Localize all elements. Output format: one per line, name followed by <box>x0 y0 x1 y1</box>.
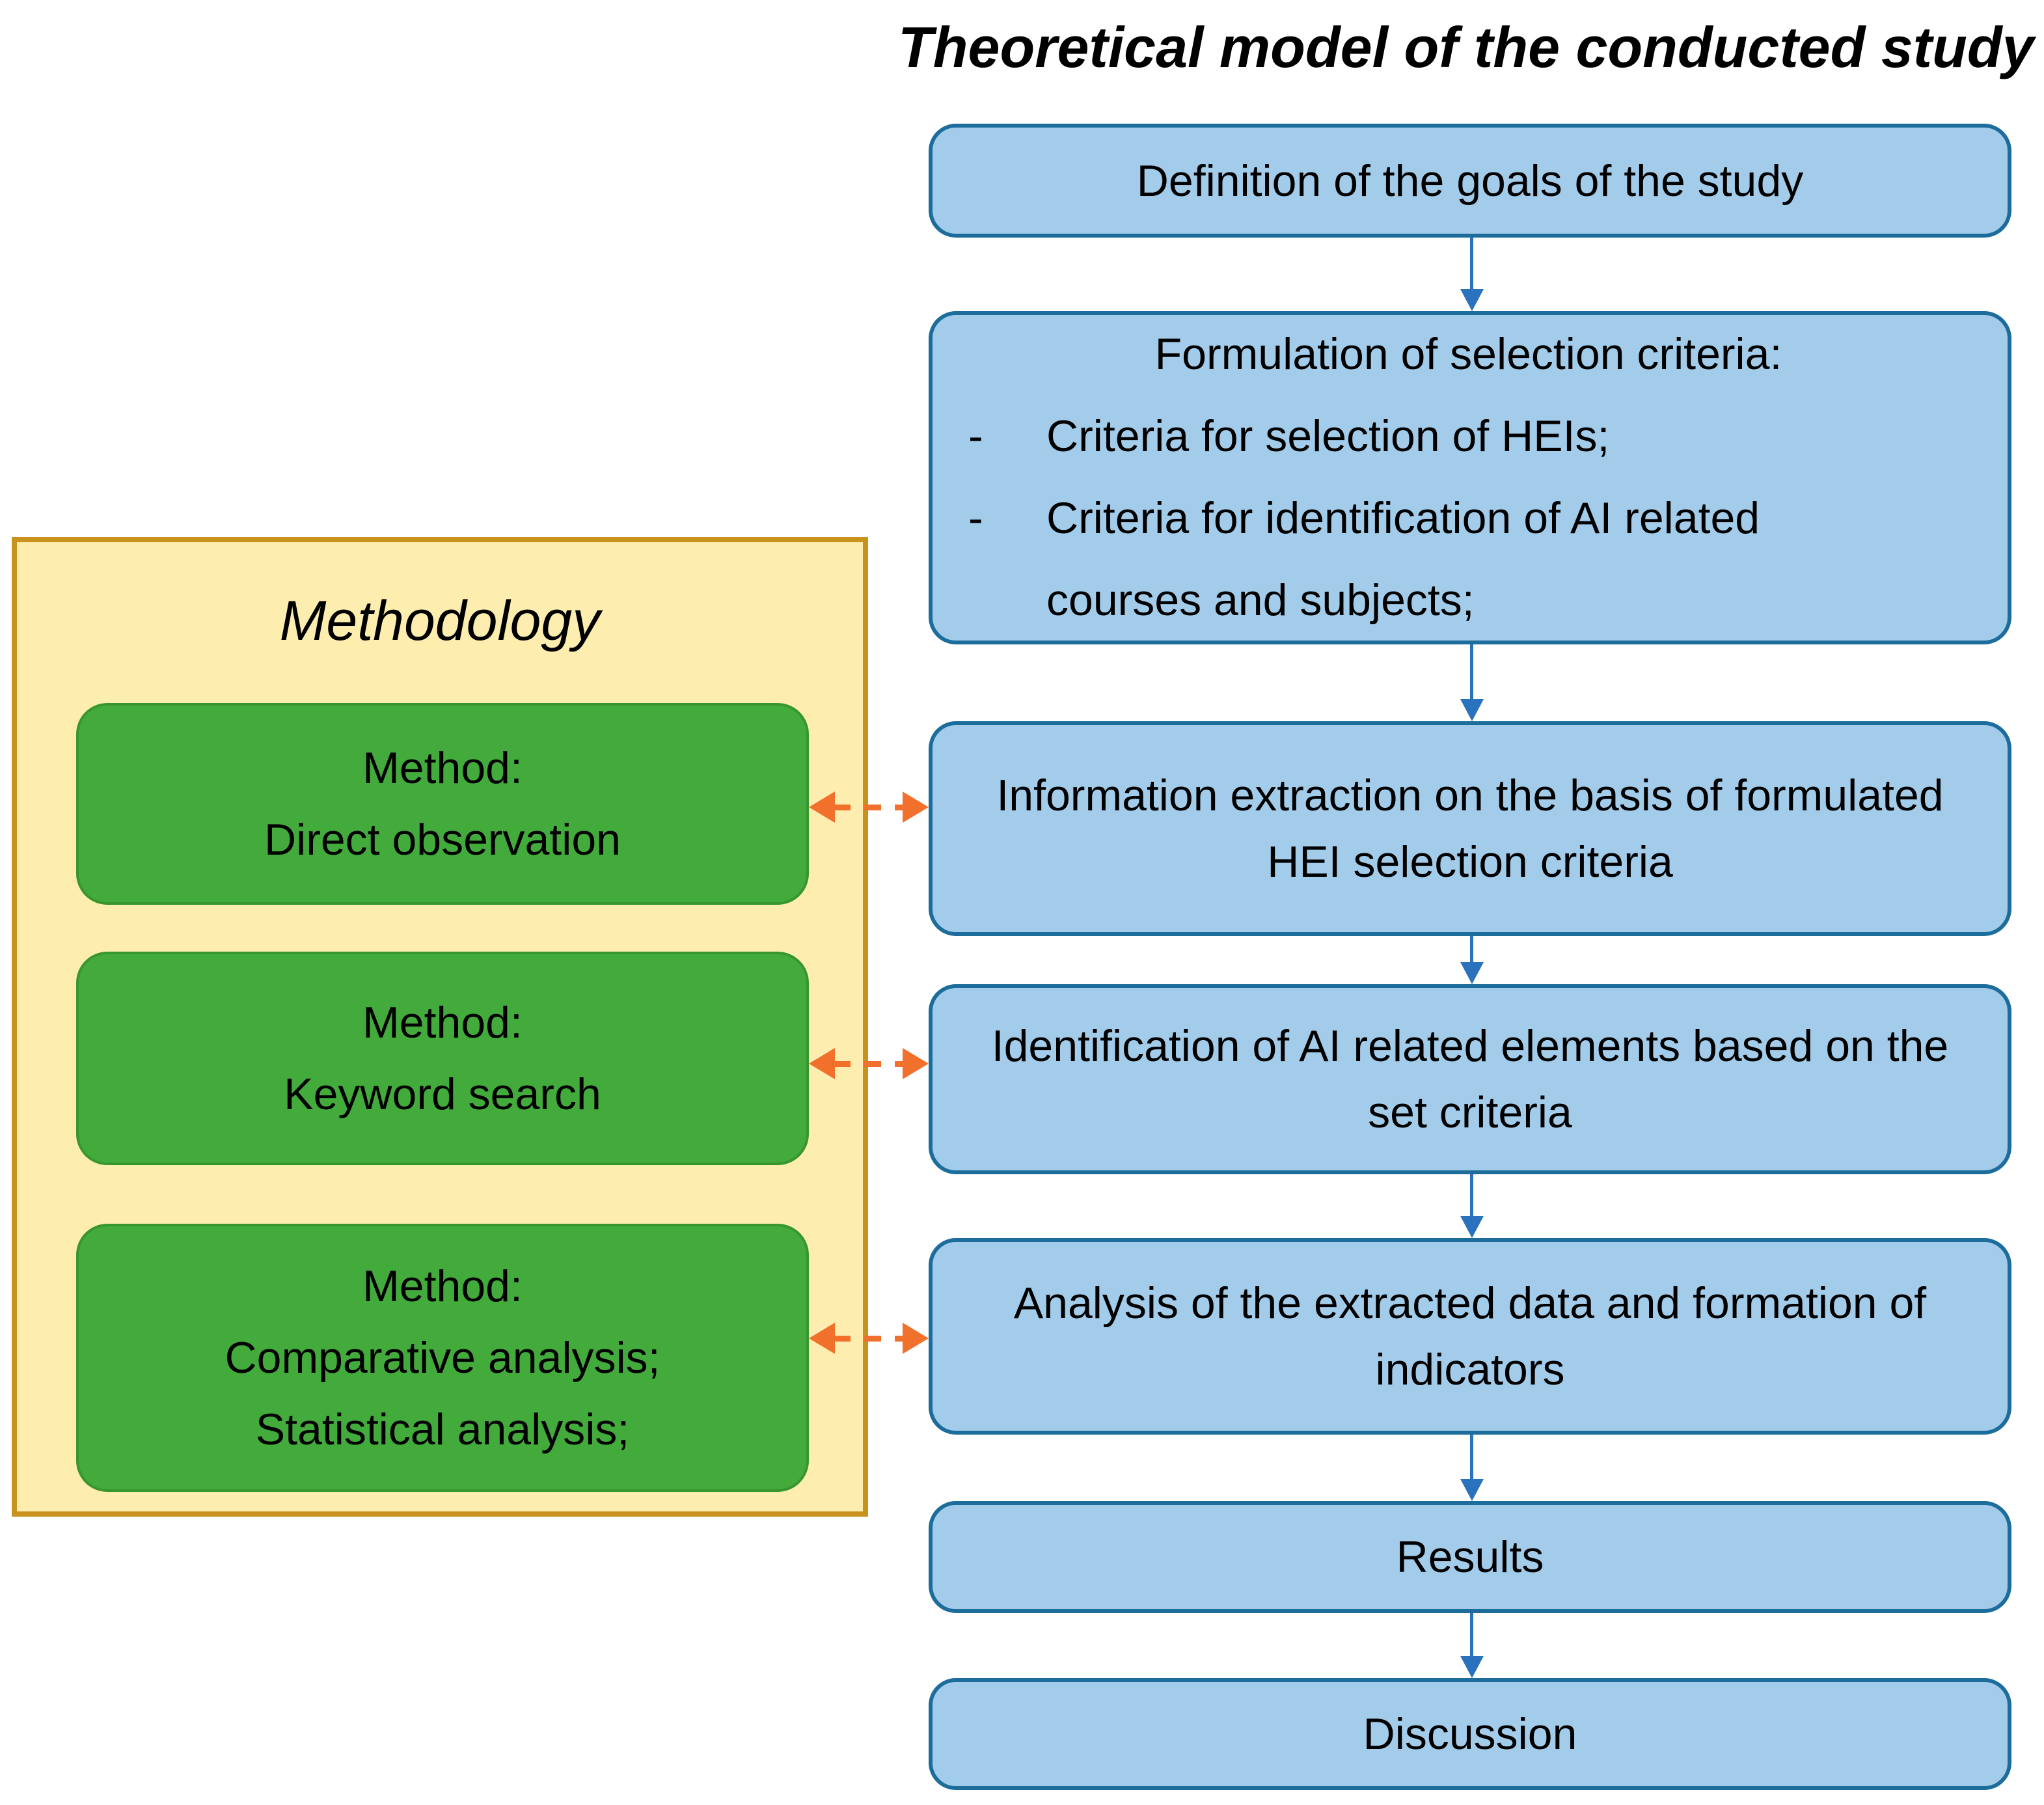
methodology-title: Methodology <box>279 590 601 652</box>
flow-step-discussion: Discussion <box>929 1678 2011 1790</box>
flow-step-identification-label: Identification of AI related elements ba… <box>991 1021 1949 1137</box>
criteria-bullet-1-label: Criteria for selection of HEIs; <box>1046 411 1610 462</box>
flow-step-definition-label: Definition of the goals of the study <box>1136 156 1804 206</box>
down-arrow-icon <box>1460 1613 1484 1678</box>
flow-step-identification: Identification of AI related elements ba… <box>929 984 2011 1174</box>
flow-step-results-label: Results <box>1396 1532 1544 1582</box>
flow-step-extraction-label: Information extraction on the basis of f… <box>996 771 1944 887</box>
method-box-comparative-statistical-label: Method: Comparative analysis; Statistica… <box>225 1261 661 1455</box>
double-arrow-icon <box>809 1047 929 1081</box>
down-arrow-icon <box>1460 238 1484 311</box>
flow-step-extraction: Information extraction on the basis of f… <box>929 721 2011 936</box>
flow-step-criteria: Formulation of selection criteria: - Cri… <box>929 311 2011 644</box>
flow-step-criteria-heading: Formulation of selection criteria: <box>1154 329 1782 379</box>
down-arrow-icon <box>1460 936 1484 984</box>
flow-step-analysis-label: Analysis of the extracted data and forma… <box>1013 1278 1927 1394</box>
bullet-dash-icon: - <box>968 493 983 543</box>
criteria-bullet-2: - Criteria for identification of AI rela… <box>968 478 1969 642</box>
method-box-comparative-statistical: Method: Comparative analysis; Statistica… <box>76 1224 809 1492</box>
method-box-direct-observation-label: Method: Direct observation <box>264 743 621 864</box>
criteria-bullet-2-label: Criteria for identification of AI relate… <box>1046 493 1760 625</box>
double-arrow-icon <box>809 790 929 824</box>
flow-step-discussion-label: Discussion <box>1363 1709 1577 1759</box>
down-arrow-icon <box>1460 1435 1484 1501</box>
down-arrow-icon <box>1460 644 1484 721</box>
diagram-title: Theoretical model of the conducted study <box>898 15 2034 79</box>
criteria-bullet-1: - Criteria for selection of HEIs; <box>968 396 1969 478</box>
double-arrow-icon <box>809 1321 929 1355</box>
method-box-keyword-search-label: Method: Keyword search <box>284 997 601 1119</box>
flow-step-analysis: Analysis of the extracted data and forma… <box>929 1238 2011 1435</box>
bullet-dash-icon: - <box>968 411 983 462</box>
method-box-direct-observation: Method: Direct observation <box>76 703 809 905</box>
down-arrow-icon <box>1460 1174 1484 1238</box>
flow-step-definition: Definition of the goals of the study <box>929 124 2011 238</box>
method-box-keyword-search: Method: Keyword search <box>76 952 809 1165</box>
flow-step-results: Results <box>929 1501 2011 1613</box>
